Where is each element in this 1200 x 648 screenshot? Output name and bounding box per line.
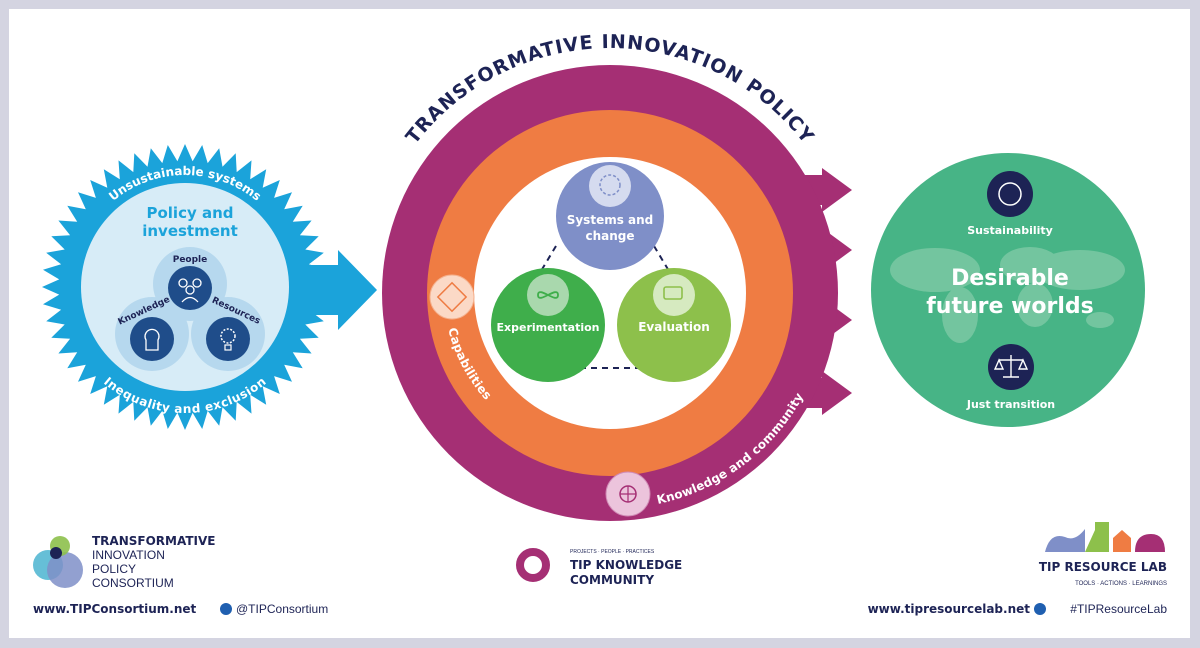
policy-investment-group: Unsustainable systems Inequality and exc… [42, 144, 377, 430]
future-worlds-circle [871, 153, 1145, 427]
people-icon-group [168, 266, 212, 310]
tkc-tagline: PROJECTS · PEOPLE · PRACTICES [570, 549, 655, 555]
resources-icon-group [206, 317, 250, 361]
resource-lab-url[interactable]: www.tipresourcelab.net [868, 602, 1031, 616]
just-transition-label: Just transition [966, 398, 1055, 411]
tkc-line-2: COMMUNITY [570, 573, 654, 587]
speech-bubbles-icon [653, 274, 695, 316]
tip-center-group: TRANSFORMATIVE INNOVATION POLICY Capabil… [382, 31, 852, 521]
people-group-icon [168, 266, 212, 310]
gear-lightbulb-icon [589, 165, 631, 207]
logo-line-3: POLICY [92, 562, 136, 576]
tip-consortium-logo: TRANSFORMATIVE INNOVATION POLICY CONSORT… [33, 534, 215, 590]
systems-label-2: change [585, 229, 634, 243]
sustainability-label: Sustainability [967, 224, 1053, 237]
evaluation-circle [617, 268, 731, 382]
tip-resource-lab-logo: TIP RESOURCE LAB TOOLS · ACTIONS · LEARN… [1039, 522, 1167, 587]
resource-lab-tagline: TOOLS · ACTIONS · LEARNINGS [1075, 581, 1167, 587]
desirable-title-2: future worlds [926, 294, 1094, 319]
globe-leaf-icon [987, 171, 1033, 217]
desirable-futures-group: Sustainability Desirable future worlds J… [871, 153, 1145, 427]
tip-consortium-url[interactable]: www.TIPConsortium.net [33, 602, 197, 616]
systems-label-1: Systems and [567, 213, 654, 227]
resource-lab-handle[interactable]: #TIPResourceLab [1070, 602, 1167, 616]
desirable-title-1: Desirable [951, 266, 1069, 291]
puzzle-icon [429, 274, 475, 320]
people-label: People [173, 255, 208, 265]
tip-consortium-handle[interactable]: @TIPConsortium [236, 602, 328, 616]
gear-lightbulb-icon [206, 317, 250, 361]
experimentation-label: Experimentation [497, 321, 600, 334]
twitter-icon [1034, 603, 1046, 615]
tip-knowledge-community-logo: PROJECTS · PEOPLE · PRACTICES TIP KNOWLE… [516, 548, 682, 587]
logo-line-4: CONSORTIUM [92, 576, 174, 590]
arrow-right-blue [300, 250, 377, 330]
resource-lab-title: TIP RESOURCE LAB [1039, 560, 1167, 574]
policy-title-1: Policy and [146, 204, 233, 222]
systems-change-circle [556, 162, 664, 270]
policy-title-2: investment [142, 222, 238, 240]
evaluation-label: Evaluation [638, 320, 710, 334]
logo-line-1: TRANSFORMATIVE [92, 534, 215, 548]
world-map-dots [890, 247, 1125, 343]
knowledge-icon-group [130, 317, 174, 361]
twitter-icon [220, 603, 232, 615]
experimentation-circle [491, 268, 605, 382]
head-lightbulb-icon [130, 317, 174, 361]
tkc-line-1: TIP KNOWLEDGE [570, 558, 682, 572]
dashed-connectors [537, 245, 673, 369]
logo-line-2: INNOVATION [92, 548, 165, 562]
